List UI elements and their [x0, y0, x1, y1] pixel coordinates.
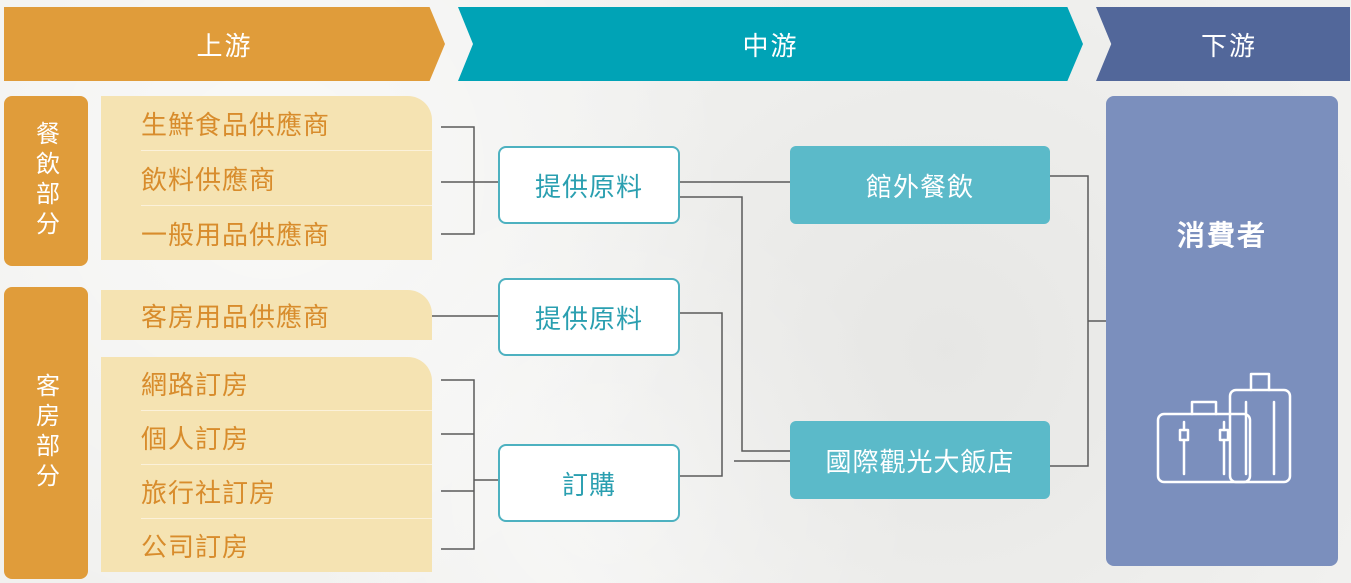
supply-box-food-label: 提供原料	[534, 172, 643, 203]
room-supplier-panel: 客房用品供應商	[101, 290, 432, 340]
booking-bracket	[441, 379, 475, 550]
supplier-item: 生鮮食品供應商	[141, 110, 331, 141]
food-bracket	[441, 126, 475, 235]
hotel-box: 國際觀光大飯店	[790, 421, 1050, 499]
supply2-booking-join	[680, 312, 723, 477]
booking-box: 訂購	[498, 444, 680, 522]
category-rooms: 客房部分	[4, 287, 88, 579]
category-food: 餐飲部分	[4, 96, 88, 266]
upstream-header: 上游	[4, 7, 445, 81]
hotel-label: 國際觀光大飯店	[825, 447, 1015, 478]
divider	[141, 464, 432, 465]
midstream-header: 中游	[458, 7, 1083, 81]
outside-dining-label: 館外餐飲	[865, 172, 974, 203]
consumer-panel: 消費者	[1106, 96, 1338, 566]
downstream-header: 下游	[1096, 7, 1350, 81]
booking-item: 公司訂房	[141, 533, 250, 563]
booking-panel: 網路訂房 個人訂房 旅行社訂房 公司訂房	[101, 357, 432, 572]
supplier-item: 客房用品供應商	[141, 302, 331, 333]
category-rooms-label: 客房部分	[31, 373, 60, 493]
outside-dining-box: 館外餐飲	[790, 146, 1050, 224]
supply-box-rooms-label: 提供原料	[534, 304, 643, 335]
downstream-header-label: 下游	[1200, 31, 1257, 62]
upstream-header-label: 上游	[196, 31, 253, 62]
supplier-item: 飲料供應商	[141, 165, 277, 196]
booking-item: 旅行社訂房	[141, 479, 277, 509]
divider	[141, 150, 432, 151]
category-food-label: 餐飲部分	[31, 121, 60, 241]
midstream-header-label: 中游	[742, 31, 799, 62]
divider	[141, 205, 432, 206]
booking-item: 個人訂房	[141, 425, 250, 455]
booking-item: 網路訂房	[141, 371, 250, 401]
food-supplier-panel: 生鮮食品供應商 飲料供應商 一般用品供應商	[101, 96, 432, 260]
consumer-label: 消費者	[1176, 219, 1267, 252]
supply-box-rooms: 提供原料	[498, 278, 680, 356]
supply1-to-hotel	[680, 196, 790, 452]
supplier-item: 一般用品供應商	[141, 220, 331, 251]
hotel-to-consumer-bracket	[1050, 175, 1089, 467]
luggage-icon	[1156, 372, 1292, 484]
supply-box-food: 提供原料	[498, 146, 680, 224]
booking-box-label: 訂購	[561, 470, 616, 501]
divider	[141, 410, 432, 411]
divider	[141, 518, 432, 519]
